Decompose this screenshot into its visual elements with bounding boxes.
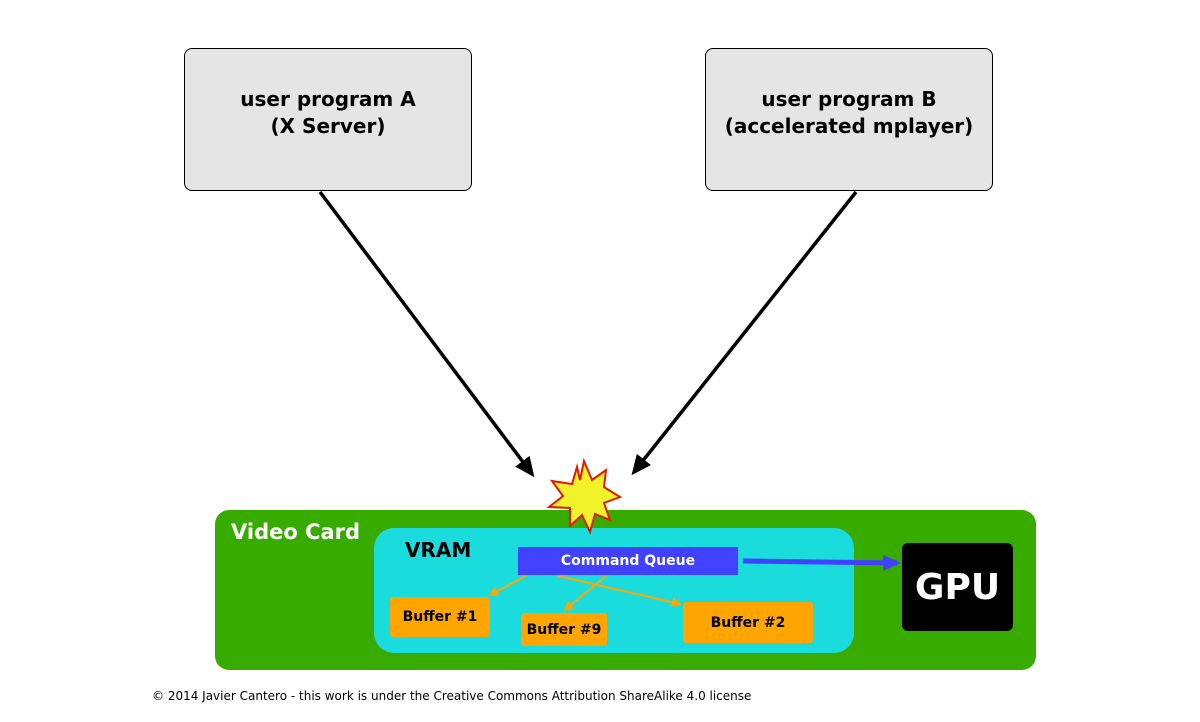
video-card-title: Video Card [231,520,361,544]
arrow-queue-to-gpu [742,554,901,571]
user-program-b-title: user program B [761,86,937,111]
buffer-9: Buffer #9 [521,613,607,646]
user-program-b-subtitle: (accelerated mplayer) [724,113,974,138]
user-program-b-box: user program B (accelerated mplayer) [705,48,993,191]
arrow-queue-to-buffer-2 [557,575,682,608]
license-footer: © 2014 Javier Cantero - this work is und… [152,689,752,703]
buffer-1: Buffer #1 [390,597,490,637]
user-program-a-title: user program A [240,86,416,111]
vram-title: VRAM [405,538,472,562]
user-program-a-box: user program A (X Server) [184,48,472,191]
buffer-2: Buffer #2 [683,602,813,643]
arrow-program-b-to-card [631,190,858,476]
arrow-queue-to-buffer-1 [488,575,527,596]
arrow-queue-to-buffer-9 [563,575,607,612]
arrow-program-a-to-card [318,190,535,478]
collision-star-icon [546,457,623,535]
user-program-a-subtitle: (X Server) [270,113,386,138]
command-queue: Command Queue [518,547,738,575]
gpu-chip: GPU [902,543,1013,631]
